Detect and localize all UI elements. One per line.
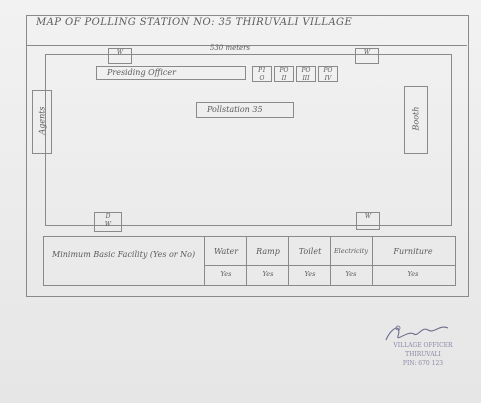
stamp-office: VILLAGE OFFICER xyxy=(393,342,453,349)
facilities-divider-1 xyxy=(204,237,205,285)
booth-area: Booth xyxy=(404,86,428,154)
polling-officer-1-label: P1 O xyxy=(258,67,266,82)
window-top-left: W xyxy=(108,48,132,64)
window-top-left-label: W xyxy=(116,49,124,56)
stamp-pin: PIN: 670 123 xyxy=(402,360,444,367)
facilities-row-divider xyxy=(204,265,455,266)
polling-officer-4-label: PO IV xyxy=(323,67,333,82)
facility-col-toilet: Toilet xyxy=(298,247,322,256)
stamp-place: THIRUVALI xyxy=(405,351,441,358)
agents-label: Agents xyxy=(37,106,47,135)
polling-room-outline xyxy=(45,54,452,226)
dimension-label: 530 meters xyxy=(209,44,251,52)
polling-officer-1: P1 O xyxy=(252,66,272,82)
booth-label: Booth xyxy=(411,106,421,131)
facilities-divider-5 xyxy=(372,237,373,285)
window-top-right: W xyxy=(355,48,379,64)
facility-col-water: Water xyxy=(213,247,239,256)
presiding-officer-label: Presiding Officer xyxy=(107,68,176,77)
facilities-divider-2 xyxy=(246,237,247,285)
window-bottom-right-label: W xyxy=(364,213,372,220)
title-bar xyxy=(26,15,467,46)
facilities-divider-4 xyxy=(330,237,331,285)
facility-col-ramp: Ramp xyxy=(256,247,280,256)
facilities-header: Minimum Basic Facility (Yes or No) xyxy=(52,250,196,259)
outer-frame xyxy=(26,15,469,297)
facility-col-furniture: Furniture xyxy=(393,247,433,256)
center-table-label: Pollstation 35 xyxy=(207,105,263,114)
polling-officer-3: PO III xyxy=(296,66,316,82)
facilities-divider-3 xyxy=(288,237,289,285)
agents-area: Agents xyxy=(32,90,52,154)
signature-mark xyxy=(385,325,449,341)
door-bottom-left-label: D W xyxy=(104,213,112,228)
door-bottom-left: D W xyxy=(94,212,122,232)
polling-officer-2-label: PO II xyxy=(279,67,289,82)
center-table: Pollstation 35 xyxy=(196,102,294,118)
polling-officer-2: PO II xyxy=(274,66,294,82)
window-top-right-label: W xyxy=(363,49,371,56)
map-title: MAP OF POLLING STATION NO: 35 THIRUVALI … xyxy=(36,17,353,28)
window-bottom-right: W xyxy=(356,212,380,230)
facility-col-electricity: Electricity xyxy=(333,247,369,255)
facility-val-water: Yes xyxy=(220,270,232,278)
polling-officer-3-label: PO III xyxy=(301,67,311,82)
facilities-table: Minimum Basic Facility (Yes or No) Water… xyxy=(43,236,456,286)
village-officer-stamp: VILLAGE OFFICER THIRUVALI PIN: 670 123 xyxy=(368,318,478,383)
facility-val-ramp: Yes xyxy=(262,270,274,278)
presiding-officer-table: Presiding Officer xyxy=(96,66,246,80)
facility-val-furniture: Yes xyxy=(407,270,419,278)
facility-val-electricity: Yes xyxy=(345,270,357,278)
polling-officer-4: PO IV xyxy=(318,66,338,82)
facility-val-toilet: Yes xyxy=(304,270,316,278)
